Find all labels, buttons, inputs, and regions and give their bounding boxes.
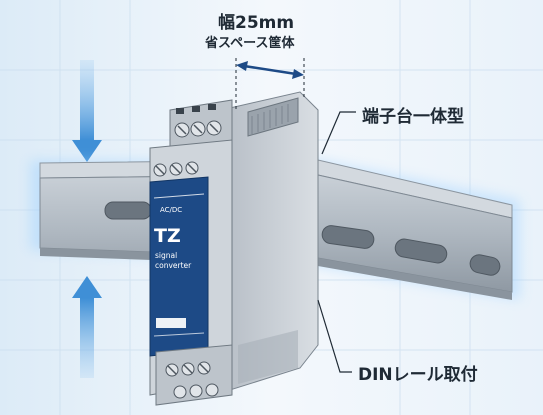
converter-housing — [229, 91, 319, 391]
front-terminal-screws — [153, 161, 199, 177]
model-label: TZ — [154, 225, 181, 247]
width-callout: 幅25mm — [218, 13, 295, 33]
tag-plate — [156, 318, 186, 328]
callout-leader-lines — [317, 111, 356, 373]
din-mount-callout: DINレール取付 — [358, 365, 478, 385]
terminal-callout: 端子台一体型 — [362, 107, 464, 127]
width-description-callout: 省スペース筐体 — [205, 36, 295, 51]
bottom-terminal-block — [155, 344, 233, 406]
mounting-arrow-up-icon — [72, 276, 102, 378]
power-label: AC/DC — [160, 206, 182, 214]
description-line-1: signal — [155, 251, 177, 260]
front-label-panel: AC/DC TZ signal converter — [149, 176, 209, 357]
width-dimension-arrow — [235, 58, 305, 110]
mounting-arrow-down-icon — [72, 60, 102, 162]
description-line-2: converter — [155, 261, 192, 270]
